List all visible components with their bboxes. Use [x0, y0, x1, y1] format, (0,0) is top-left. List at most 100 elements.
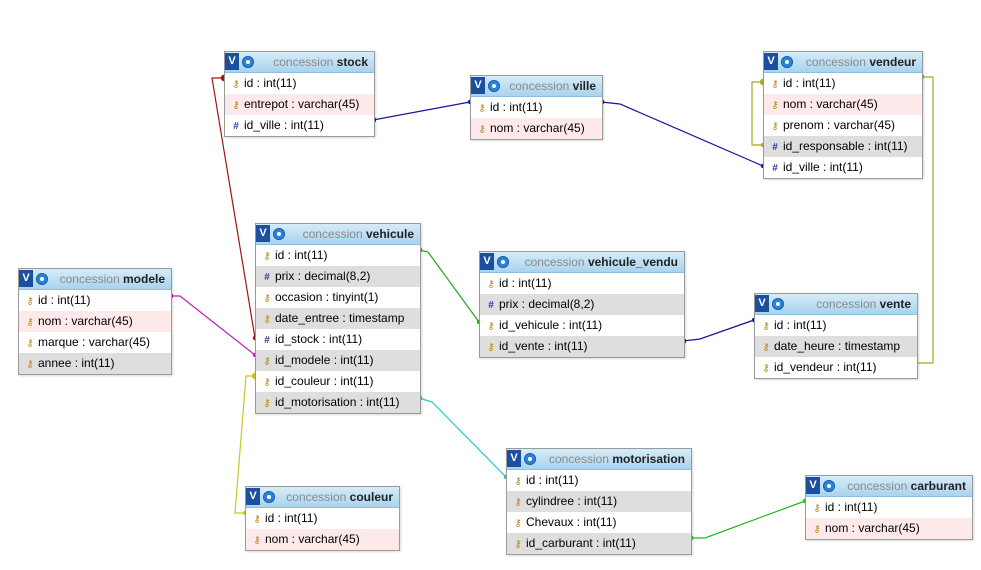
collapse-toggle-button[interactable]: V [755, 295, 769, 312]
collapse-toggle-button[interactable]: V [246, 488, 260, 505]
table-name: ville [572, 79, 596, 93]
key-icon: ⚷ [263, 293, 271, 304]
column-row[interactable]: ⚷id_couleur : int(11) [256, 371, 420, 392]
column-row[interactable]: ⚷nom : varchar(45) [764, 94, 922, 115]
collapse-toggle-button[interactable]: V [19, 270, 33, 287]
column-row[interactable]: ⚷id_carburant : int(11) [507, 533, 691, 554]
collapse-toggle-button[interactable]: V [480, 253, 494, 270]
column-label: occasion : tinyint(1) [275, 290, 379, 304]
gear-icon[interactable] [823, 480, 835, 492]
collapse-toggle-button[interactable]: V [256, 225, 270, 242]
column-row[interactable]: ⚷id : int(11) [480, 273, 684, 294]
key-icon: ⚷ [514, 539, 522, 550]
collapse-toggle-button[interactable]: V [507, 450, 521, 467]
gear-icon[interactable] [488, 80, 500, 92]
column-row[interactable]: ⚷id_modele : int(11) [256, 350, 420, 371]
column-label: nom : varchar(45) [490, 121, 585, 135]
column-row[interactable]: ⚷cylindree : int(11) [507, 491, 691, 512]
column-row[interactable]: #prix : decimal(8,2) [256, 266, 420, 287]
relation-line-stock-ville [372, 101, 471, 121]
column-row[interactable]: ⚷ occasion : tinyint(1) [256, 287, 420, 308]
gear-icon[interactable] [273, 228, 285, 240]
column-row[interactable]: ⚷ nom : varchar(45) [471, 118, 602, 139]
collapse-toggle-button[interactable]: V [225, 53, 239, 70]
column-row[interactable]: ⚷id : int(11) [19, 290, 171, 311]
column-row[interactable]: ⚷marque : varchar(45) [19, 332, 171, 353]
column-row[interactable]: #id_ville : int(11) [764, 157, 922, 178]
relation-line-vehicule-vendu-vehicule [418, 249, 480, 323]
column-row[interactable]: ⚷id_vehicule : int(11) [480, 315, 684, 336]
column-label: id : int(11) [275, 248, 328, 262]
table-name: vehicule_vendu [587, 255, 678, 269]
collapse-toggle-button[interactable]: V [764, 53, 778, 70]
key-icon: ⚷ [478, 103, 486, 114]
column-row[interactable]: ⚷date_heure : timestamp [755, 336, 917, 357]
column-row[interactable]: ⚷date_entree : timestamp [256, 308, 420, 329]
column-row[interactable]: ⚷id : int(11) [225, 73, 374, 94]
table-database-name: concession [59, 272, 120, 286]
key-icon: ⚷ [232, 79, 240, 90]
column-row[interactable]: ⚷nom : varchar(45) [19, 311, 171, 332]
column-row[interactable]: ⚷id : int(11) [806, 497, 972, 518]
key-icon: ⚷ [263, 377, 271, 388]
key-icon: ⚷ [514, 518, 522, 529]
column-row[interactable]: ⚷annee : int(11) [19, 353, 171, 374]
gear-icon[interactable] [781, 56, 793, 68]
column-label: id_responsable : int(11) [783, 139, 908, 153]
column-row[interactable]: ⚷prenom : varchar(45) [764, 115, 922, 136]
column-row[interactable]: ⚷id : int(11) [471, 97, 602, 118]
gear-icon[interactable] [263, 491, 275, 503]
column-row[interactable]: #id_stock : int(11) [256, 329, 420, 350]
column-row[interactable]: #id_ville : int(11) [225, 115, 374, 136]
column-row[interactable]: #prix : decimal(8,2) [480, 294, 684, 315]
table-title: concession modele [60, 269, 165, 289]
column-row[interactable]: ⚷id : int(11) [246, 508, 399, 529]
column-label: id_vendeur : int(11) [774, 360, 877, 374]
column-row[interactable]: ⚷nom : varchar(45) [246, 529, 399, 550]
column-row[interactable]: #id_responsable : int(11) [764, 136, 922, 157]
collapse-toggle-button[interactable]: V [806, 477, 820, 494]
column-row[interactable]: ⚷id : int(11) [507, 470, 691, 491]
key-icon: ⚷ [263, 314, 271, 325]
gear-icon[interactable] [36, 273, 48, 285]
table-database-name: concession [273, 55, 334, 69]
column-label: id_ville : int(11) [244, 118, 324, 132]
column-row[interactable]: ⚷id_vendeur : int(11) [755, 357, 917, 378]
column-row[interactable]: ⚷entrepot : varchar(45) [225, 94, 374, 115]
gear-icon[interactable] [772, 298, 784, 310]
gear-icon[interactable] [524, 453, 536, 465]
gear-icon[interactable] [242, 56, 254, 68]
column-label: nom : varchar(45) [825, 521, 920, 535]
column-row[interactable]: ⚷id : int(11) [764, 73, 922, 94]
column-row[interactable]: ⚷id : int(11) [256, 245, 420, 266]
column-row[interactable]: ⚷id_vente : int(11) [480, 336, 684, 357]
table-database-name: concession [805, 55, 866, 69]
column-row[interactable]: ⚷id_motorisation : int(11) [256, 392, 420, 413]
column-row[interactable]: ⚷Chevaux : int(11) [507, 512, 691, 533]
column-row[interactable]: ⚷nom : varchar(45) [806, 518, 972, 539]
column-row[interactable]: ⚷id : int(11) [755, 315, 917, 336]
collapse-toggle-button[interactable]: V [471, 77, 485, 94]
key-icon: ⚷ [478, 124, 486, 135]
gear-icon[interactable] [497, 256, 509, 268]
